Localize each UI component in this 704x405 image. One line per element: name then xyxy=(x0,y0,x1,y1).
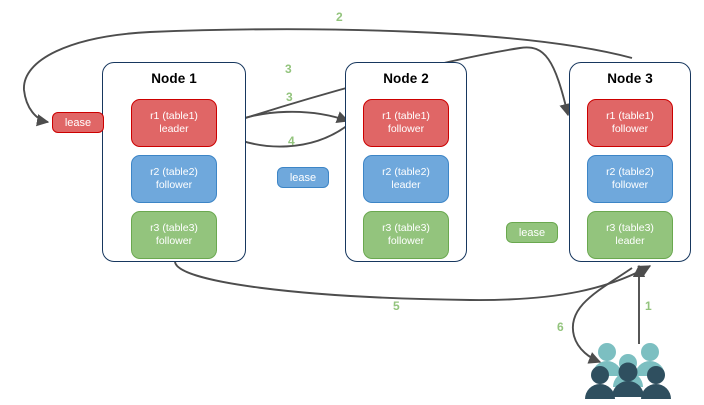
node-3-range-r1[interactable]: r1 (table1) follower xyxy=(587,99,673,147)
range-name: r3 (table3) xyxy=(382,222,430,234)
step-label-1: 1 xyxy=(645,299,652,313)
node-2-range-r1[interactable]: r1 (table1) follower xyxy=(363,99,449,147)
node-1-title: Node 1 xyxy=(151,71,197,86)
arrow-step-3-diagonal xyxy=(220,46,572,127)
step-label-4: 4 xyxy=(288,134,295,148)
range-role: follower xyxy=(611,179,649,191)
node-1-container[interactable]: Node 1 r1 (table1) leader r2 (table2) fo… xyxy=(102,62,246,262)
node-1-range-r3[interactable]: r3 (table3) follower xyxy=(131,211,217,259)
people-front-row xyxy=(585,362,671,399)
range-role: follower xyxy=(155,179,193,191)
node-3-range-r3[interactable]: r3 (table3) leader xyxy=(587,211,673,259)
range-role: follower xyxy=(387,123,425,135)
range-name: r1 (table1) xyxy=(606,110,654,122)
node-2-title: Node 2 xyxy=(383,71,429,86)
step-label-6: 6 xyxy=(557,320,564,334)
node-3-range-r2[interactable]: r2 (table2) follower xyxy=(587,155,673,203)
node-3-title: Node 3 xyxy=(607,71,653,86)
range-role: follower xyxy=(611,123,649,135)
range-name: r1 (table1) xyxy=(150,110,198,122)
lease-badge-r2[interactable]: lease xyxy=(277,167,329,188)
node-1-range-r1[interactable]: r1 (table1) leader xyxy=(131,99,217,147)
range-name: r2 (table2) xyxy=(382,166,430,178)
step-label-3b: 3 xyxy=(286,90,293,104)
range-name: r3 (table3) xyxy=(606,222,654,234)
range-name: r2 (table2) xyxy=(606,166,654,178)
node-2-range-r2[interactable]: r2 (table2) leader xyxy=(363,155,449,203)
arrow-step-6 xyxy=(571,267,633,364)
range-name: r3 (table3) xyxy=(150,222,198,234)
range-name: r2 (table2) xyxy=(150,166,198,178)
range-role: leader xyxy=(391,179,421,191)
range-role: leader xyxy=(615,235,645,247)
step-label-3a: 3 xyxy=(285,62,292,76)
node-3-container[interactable]: Node 3 r1 (table1) follower r2 (table2) … xyxy=(569,62,691,262)
node-1-range-r2[interactable]: r2 (table2) follower xyxy=(131,155,217,203)
range-name: r1 (table1) xyxy=(382,110,430,122)
arrow-step-2 xyxy=(23,28,633,127)
step-label-2: 2 xyxy=(336,10,343,24)
range-role: follower xyxy=(387,235,425,247)
lease-badge-r3[interactable]: lease xyxy=(506,222,558,243)
lease-badge-r1[interactable]: lease xyxy=(52,112,104,133)
node-2-range-r3[interactable]: r3 (table3) follower xyxy=(363,211,449,259)
range-role: leader xyxy=(159,123,189,135)
node-2-container[interactable]: Node 2 r1 (table1) follower r2 (table2) … xyxy=(345,62,467,262)
arrow-step-5 xyxy=(174,261,652,301)
range-role: follower xyxy=(155,235,193,247)
step-label-5: 5 xyxy=(393,299,400,313)
